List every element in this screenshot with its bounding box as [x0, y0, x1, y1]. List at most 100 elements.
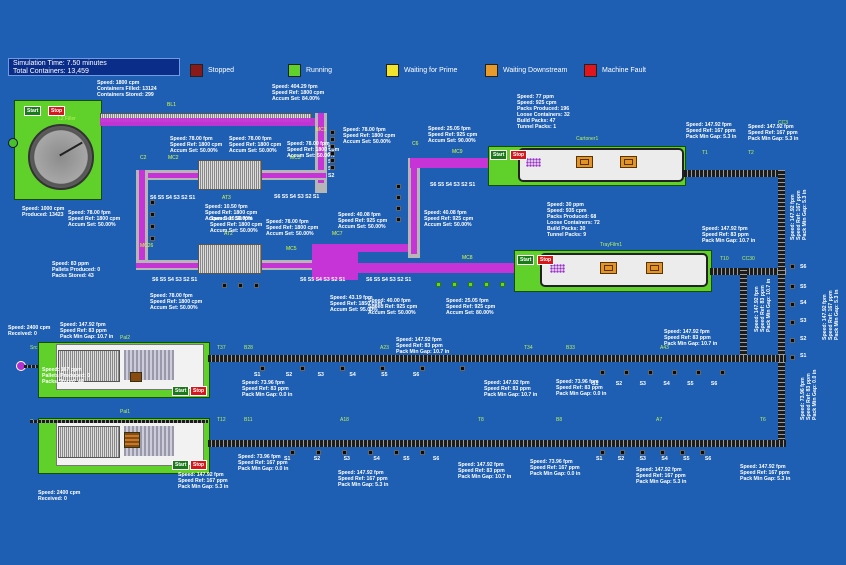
- pal2-stop-button[interactable]: Stop: [190, 386, 208, 396]
- sensor[interactable]: [396, 217, 401, 222]
- filler-stop-button[interactable]: Stop: [48, 106, 66, 116]
- conveyor-row1[interactable]: [208, 355, 786, 362]
- text-vertical-3: Speed: 73.96 fpm Speed Ref: 83 ppm Pack …: [800, 369, 818, 420]
- cartoner-1-start-button[interactable]: Start: [490, 150, 508, 160]
- text-t15: Speed: 40.08 fpm Speed Ref: 925 cpm Accu…: [424, 210, 474, 228]
- sensor[interactable]: [394, 450, 399, 455]
- sensor[interactable]: [330, 151, 335, 156]
- pal1-start-button[interactable]: Start: [172, 460, 190, 470]
- sensor[interactable]: [150, 200, 155, 205]
- sensor[interactable]: [330, 144, 335, 149]
- sensor[interactable]: [330, 165, 335, 170]
- conveyor-row2[interactable]: [208, 440, 786, 447]
- trayfilm-1-stop-button[interactable]: Stop: [537, 255, 555, 265]
- sensor[interactable]: [672, 370, 677, 375]
- sensor[interactable]: [624, 370, 629, 375]
- sensor[interactable]: [420, 450, 425, 455]
- merge-table-mc7[interactable]: [312, 244, 358, 280]
- sensor[interactable]: [396, 184, 401, 189]
- cartoner-1-containers-icon: [526, 158, 541, 167]
- filler-start-button[interactable]: Start: [24, 106, 42, 116]
- sensor[interactable]: [330, 137, 335, 142]
- text-t26: Speed: 2400 cpm Received: 0: [8, 325, 51, 337]
- sensor[interactable]: [620, 450, 625, 455]
- sensor-row-2: S6 S5 S4 S3 S2 S1: [150, 195, 196, 201]
- sensor[interactable]: [260, 366, 265, 371]
- conveyor-mc9[interactable]: [410, 158, 490, 168]
- conveyor-cc3-vertical[interactable]: [778, 170, 785, 442]
- sensor[interactable]: [150, 212, 155, 217]
- sensor-active[interactable]: [500, 282, 505, 287]
- conveyor-mc8[interactable]: [358, 263, 516, 273]
- sensor[interactable]: [790, 302, 795, 307]
- sensor[interactable]: [460, 366, 465, 371]
- sensor[interactable]: [790, 320, 795, 325]
- pal2-start-button[interactable]: Start: [172, 386, 190, 396]
- conveyor-cc30-vertical[interactable]: [740, 268, 747, 358]
- text-t23: Speed: 147.92 fpm Speed Ref: 83 ppm Pack…: [60, 322, 114, 340]
- sensor[interactable]: [342, 450, 347, 455]
- sensor[interactable]: [696, 370, 701, 375]
- sensor[interactable]: [330, 130, 335, 135]
- sensor[interactable]: [238, 283, 243, 288]
- sensor[interactable]: [680, 450, 685, 455]
- filler-indicator-icon: [8, 138, 18, 148]
- sensor[interactable]: [648, 370, 653, 375]
- sensor[interactable]: [254, 283, 259, 288]
- sensor[interactable]: [790, 264, 795, 269]
- accumulator-at2[interactable]: [198, 244, 262, 274]
- sensor[interactable]: [300, 366, 305, 371]
- sensor-row-5: S6 S5 S4 S3 S2 S1: [430, 182, 476, 188]
- sensor[interactable]: [660, 450, 665, 455]
- sensor[interactable]: [790, 338, 795, 343]
- sensor[interactable]: [330, 158, 335, 163]
- accumulator-at3[interactable]: [198, 160, 262, 190]
- machine-label-t8: T8: [478, 417, 484, 423]
- cartoner-1-stop-button[interactable]: Stop: [510, 150, 528, 160]
- sensor[interactable]: [396, 206, 401, 211]
- sensor[interactable]: [150, 224, 155, 229]
- sensor[interactable]: [316, 450, 321, 455]
- sensor[interactable]: [720, 370, 725, 375]
- sensor[interactable]: [396, 195, 401, 200]
- text-t2: Speed: 78.00 fpm Speed Ref: 1800 cpm Acc…: [170, 136, 223, 154]
- sensor[interactable]: [368, 450, 373, 455]
- sensor[interactable]: [380, 366, 385, 371]
- text-t27: Speed: 73.96 fpm Speed Ref: 83 ppm Pack …: [242, 380, 293, 398]
- machine-label-mc9: MC9: [452, 149, 463, 155]
- trayfilm-1-pack-icon: [600, 262, 617, 274]
- sensor[interactable]: [290, 450, 295, 455]
- cartoner-1-pack-icon: [576, 156, 593, 168]
- pal1-stop-button[interactable]: Stop: [190, 460, 208, 470]
- sensor-row-8: S1 S2 S3 S4 S5 S6: [592, 381, 718, 387]
- sensor[interactable]: [340, 366, 345, 371]
- text-t19: Speed: 78.00 fpm Speed Ref: 1800 cpm Acc…: [150, 293, 203, 311]
- text-vertical-1: Speed: 147.92 fpm Speed Ref: 167 ppm Pac…: [790, 189, 808, 240]
- sensor-s6-right: S6: [800, 264, 807, 270]
- sensor-row-6: S6 S5 S4 S3 S2 S1: [366, 277, 412, 283]
- text-t1: Speed: 404.29 fpm Speed Ref: 1800 cpm Ac…: [272, 84, 325, 102]
- sensor[interactable]: [600, 450, 605, 455]
- text-t9: Speed: 147.92 fpm Speed Ref: 167 ppm Pac…: [686, 122, 737, 140]
- waiting-prime-swatch: [386, 63, 399, 77]
- sensor-s4-right: S4: [800, 300, 807, 306]
- text-t25: Speed: 147.92 fpm Speed Ref: 83 ppm Pack…: [664, 329, 718, 347]
- sensor[interactable]: [790, 284, 795, 289]
- sensor-active[interactable]: [436, 282, 441, 287]
- sensor[interactable]: [640, 450, 645, 455]
- text-t21: Speed: 40.00 fpm Speed Ref: 925 cpm Accu…: [368, 298, 418, 316]
- sensor[interactable]: [222, 283, 227, 288]
- sensor[interactable]: [420, 366, 425, 371]
- trayfilm-1-start-button[interactable]: Start: [517, 255, 535, 265]
- sensor[interactable]: [790, 355, 795, 360]
- sensor[interactable]: [150, 236, 155, 241]
- sensor-active[interactable]: [484, 282, 489, 287]
- sensor[interactable]: [700, 450, 705, 455]
- sensor[interactable]: [600, 370, 605, 375]
- filler-top-stats: Speed: 1800 cpm Containers Filled: 13124…: [97, 80, 157, 98]
- sensor-active[interactable]: [468, 282, 473, 287]
- sensor-active[interactable]: [452, 282, 457, 287]
- conveyor-t10[interactable]: [710, 268, 786, 275]
- conveyor-t1[interactable]: [684, 170, 784, 177]
- sensor-row-10: S1 S2 S3 S4 S5 S6: [596, 456, 712, 462]
